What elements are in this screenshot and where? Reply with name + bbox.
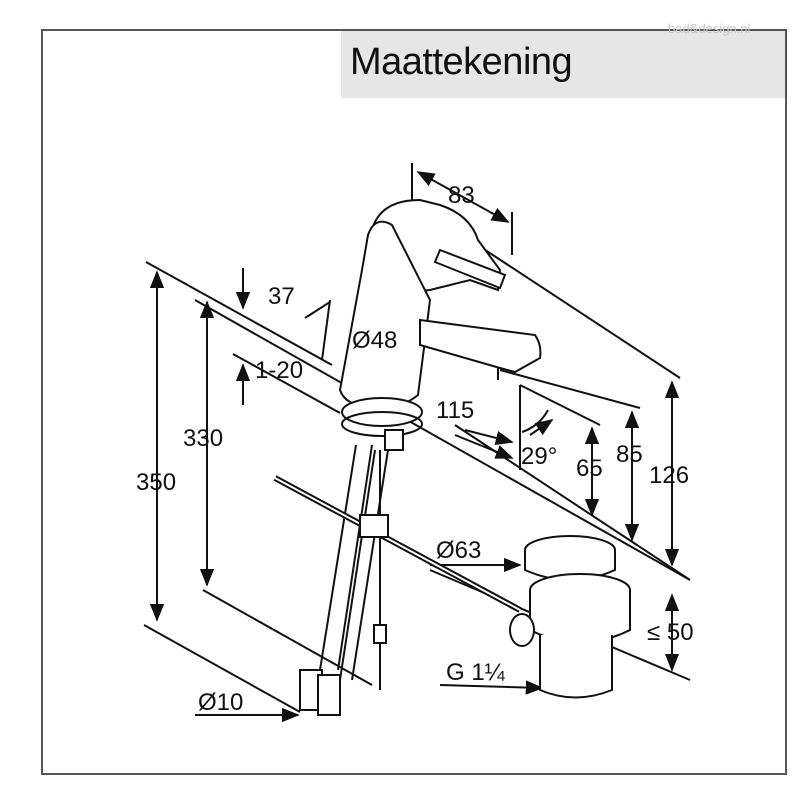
label-126: 126: [649, 462, 689, 489]
waste-tail: [539, 635, 613, 699]
rod-connector: [359, 514, 389, 538]
label-48: Ø48: [352, 327, 397, 354]
dim-arrow-115-a: [464, 429, 514, 445]
dim-arrow-83: [416, 171, 510, 223]
dim-arrow-g114: [439, 680, 544, 695]
watermark-logo: bad&design.nl: [668, 21, 751, 36]
ext-line-65-top: [519, 384, 601, 426]
label-1-20: 1-20: [255, 357, 303, 384]
title-bar: Maattekening: [341, 31, 785, 98]
hose-fitting-right: [317, 674, 341, 716]
dim-arrow-29: [529, 418, 554, 436]
ext-line-1-20: [232, 353, 341, 414]
ext-line-bottom-330: [202, 589, 373, 686]
ext-line-deck: [194, 299, 691, 581]
label-63: Ø63: [436, 537, 481, 564]
drawing-frame: [41, 29, 787, 775]
label-10: Ø10: [198, 689, 243, 716]
angle-arc-29: [521, 409, 549, 433]
tap-base-ring: [341, 411, 423, 437]
ext-line-top-350: [145, 261, 333, 366]
leader-37: [304, 301, 331, 319]
rod-clip: [373, 624, 387, 644]
waste-overflow-port: [509, 613, 535, 647]
label-65: 65: [576, 455, 603, 482]
ext-line-126-top: [469, 239, 681, 379]
page-title: Maattekening: [350, 41, 573, 83]
label-29: 29°: [521, 443, 557, 470]
label-350: 350: [136, 469, 176, 496]
supply-hose-left: [319, 444, 373, 671]
supply-hose-right: [339, 449, 389, 681]
waste-body: [529, 590, 631, 644]
handle-height-ref: [321, 299, 331, 361]
waste-pull-rod-inner: [274, 477, 521, 611]
label-83: 83: [448, 182, 475, 209]
ext-line-85-top: [499, 369, 641, 409]
mounting-nut: [384, 429, 404, 451]
label-50: ≤ 50: [647, 619, 694, 646]
dim-arrow-115-b: [454, 434, 514, 459]
label-37: 37: [268, 283, 295, 310]
ext-line-bottom-350: [143, 624, 301, 713]
label-g114: G 1¼: [446, 659, 506, 686]
tap-spout: [419, 318, 542, 374]
tap-lever-front: [433, 248, 507, 290]
label-115: 115: [436, 397, 474, 424]
label-85: 85: [616, 441, 643, 468]
label-330: 330: [183, 425, 223, 452]
